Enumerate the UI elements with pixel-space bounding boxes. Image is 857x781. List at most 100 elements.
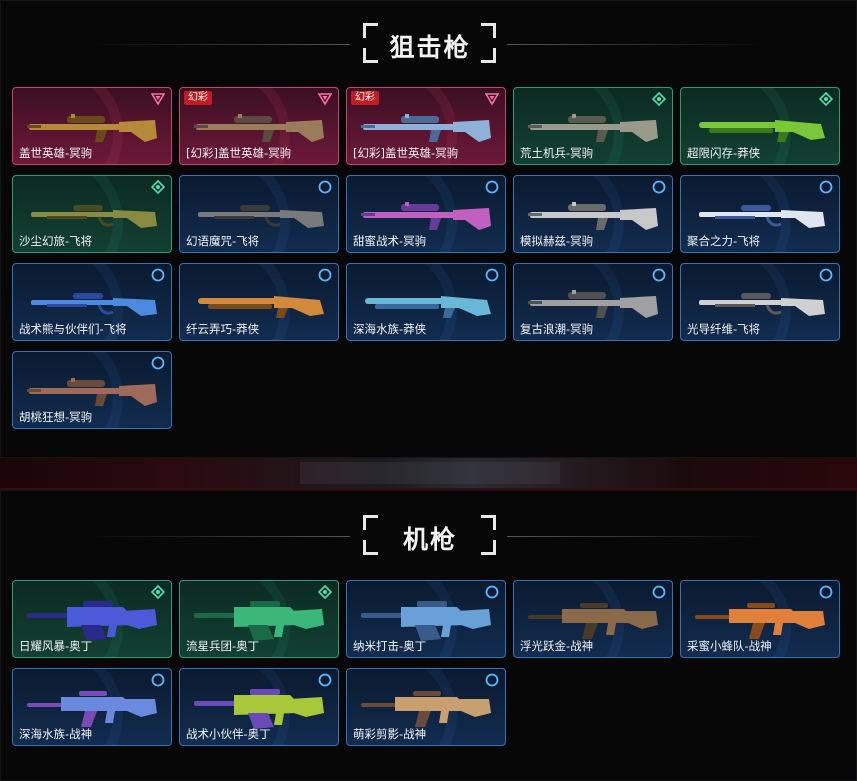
skin-card[interactable]: 幻语魔咒-飞将 <box>179 175 339 253</box>
skin-name: 萌彩剪影-战神 <box>353 727 427 741</box>
skin-card[interactable]: 复古浪潮-冥驹 <box>513 263 673 341</box>
weapon-image <box>194 595 326 643</box>
rarity-circle-icon <box>652 585 666 599</box>
skin-name: 光导纤维-飞将 <box>687 322 761 336</box>
weapon-image <box>361 102 493 150</box>
skin-card[interactable]: 深海水族-战神 <box>12 668 172 746</box>
weapon-image <box>194 683 326 731</box>
skin-card[interactable]: 胡桃狂想-冥驹 <box>12 351 172 429</box>
weapon-image <box>528 595 660 643</box>
weapon-image <box>27 102 159 150</box>
weapon-image <box>361 190 493 238</box>
weapon-image <box>361 595 493 643</box>
weapon-image <box>27 278 159 326</box>
weapon-image <box>695 190 827 238</box>
bracket-left-icon <box>363 23 378 63</box>
skin-name: [幻彩]盖世英雄-冥驹 <box>186 146 292 160</box>
rarity-circle-icon <box>819 180 833 194</box>
skin-name: 复古浪潮-冥驹 <box>520 322 594 336</box>
weapon-image <box>528 190 660 238</box>
skin-card[interactable]: 浮光跃金-战神 <box>513 580 673 658</box>
header-line-right <box>507 44 767 45</box>
skin-name: 深海水族-莽侠 <box>353 322 427 336</box>
section-header: 机枪 <box>0 512 857 562</box>
weapon-image <box>27 683 159 731</box>
weapon-image <box>194 190 326 238</box>
skin-name: 盖世英雄-冥驹 <box>19 146 93 160</box>
header-line-left <box>90 536 350 537</box>
rarity-triangle-icon <box>151 92 165 106</box>
skin-name: 浮光跃金-战神 <box>520 639 594 653</box>
machine-gun-section: 机枪 日耀风暴-奥丁 流星兵团-奥丁 纳米打击-奥丁 浮光跃金-战神 采蜜小蜂 <box>0 488 857 781</box>
skin-name: 荒土机兵-冥驹 <box>520 146 594 160</box>
bracket-right-icon <box>481 23 496 63</box>
skin-card[interactable]: 深海水族-莽侠 <box>346 263 506 341</box>
header-line-left <box>90 44 350 45</box>
skin-name: [幻彩]盖世英雄-冥驹 <box>353 146 459 160</box>
skin-name: 模拟赫兹-冥驹 <box>520 234 594 248</box>
bracket-left-icon <box>363 515 378 555</box>
skin-name: 胡桃狂想-冥驹 <box>19 410 93 424</box>
skin-card[interactable]: 聚合之力-飞将 <box>680 175 840 253</box>
rarity-triangle-icon <box>485 92 499 106</box>
header-line-right <box>507 536 767 537</box>
weapon-image <box>27 366 159 414</box>
skin-card[interactable]: 萌彩剪影-战神 <box>346 668 506 746</box>
skin-card[interactable]: 盖世英雄-冥驹 <box>12 87 172 165</box>
skin-name: 战术小伙伴-奥丁 <box>186 727 271 741</box>
rarity-circle-icon <box>485 673 499 687</box>
skin-name: 战术熊与伙伴们-飞将 <box>19 322 127 336</box>
skin-name: 纳米打击-奥丁 <box>353 639 427 653</box>
skin-name: 幻语魔咒-飞将 <box>186 234 260 248</box>
rarity-circle-icon <box>151 268 165 282</box>
skin-card[interactable]: 流星兵团-奥丁 <box>179 580 339 658</box>
weapon-image <box>695 278 827 326</box>
sniper-section: 狙击枪 盖世英雄-冥驹 幻彩[幻彩]盖世英雄-冥驹 幻彩[幻彩]盖世英雄-冥驹 … <box>0 23 857 460</box>
skin-card[interactable]: 荒土机兵-冥驹 <box>513 87 673 165</box>
skin-card[interactable]: 超限闪存-莽侠 <box>680 87 840 165</box>
weapon-image <box>361 278 493 326</box>
rarity-diamond-icon <box>819 92 833 106</box>
rarity-circle-icon <box>318 673 332 687</box>
weapon-image <box>695 102 827 150</box>
skin-card[interactable]: 战术熊与伙伴们-飞将 <box>12 263 172 341</box>
weapon-image <box>194 102 326 150</box>
skin-card[interactable]: 甜蜜战术-冥驹 <box>346 175 506 253</box>
skin-card[interactable]: 日耀风暴-奥丁 <box>12 580 172 658</box>
rarity-circle-icon <box>652 180 666 194</box>
rarity-circle-icon <box>819 268 833 282</box>
weapon-image <box>528 278 660 326</box>
variant-badge: 幻彩 <box>351 91 379 105</box>
rarity-circle-icon <box>485 180 499 194</box>
weapon-image <box>27 595 159 643</box>
skin-card[interactable]: 幻彩 [幻彩]盖世英雄-冥驹 <box>346 87 506 165</box>
rarity-circle-icon <box>318 268 332 282</box>
skin-card[interactable]: 幻彩 [幻彩]盖世英雄-冥驹 <box>179 87 339 165</box>
rarity-circle-icon <box>485 268 499 282</box>
weapon-image <box>695 595 827 643</box>
skin-card[interactable]: 光导纤维-飞将 <box>680 263 840 341</box>
rarity-diamond-icon <box>151 585 165 599</box>
rarity-circle-icon <box>151 673 165 687</box>
rarity-circle-icon <box>485 585 499 599</box>
rarity-circle-icon <box>819 585 833 599</box>
skin-card[interactable]: 战术小伙伴-奥丁 <box>179 668 339 746</box>
skin-card[interactable]: 纳米打击-奥丁 <box>346 580 506 658</box>
skin-card[interactable]: 模拟赫兹-冥驹 <box>513 175 673 253</box>
skin-card[interactable]: 纤云弄巧-莽侠 <box>179 263 339 341</box>
weapon-image <box>361 683 493 731</box>
rarity-circle-icon <box>318 180 332 194</box>
skin-card[interactable]: 采蜜小蜂队-战神 <box>680 580 840 658</box>
rarity-circle-icon <box>652 268 666 282</box>
section-title: 机枪 <box>402 525 457 554</box>
skin-name: 沙尘幻旅-飞将 <box>19 234 93 248</box>
rarity-diamond-icon <box>652 92 666 106</box>
weapon-image <box>194 278 326 326</box>
rarity-triangle-icon <box>318 92 332 106</box>
variant-badge: 幻彩 <box>184 91 212 105</box>
weapon-image <box>528 102 660 150</box>
weapon-image <box>27 190 159 238</box>
skin-name: 流星兵团-奥丁 <box>186 639 260 653</box>
skin-card[interactable]: 沙尘幻旅-飞将 <box>12 175 172 253</box>
rarity-diamond-icon <box>151 180 165 194</box>
